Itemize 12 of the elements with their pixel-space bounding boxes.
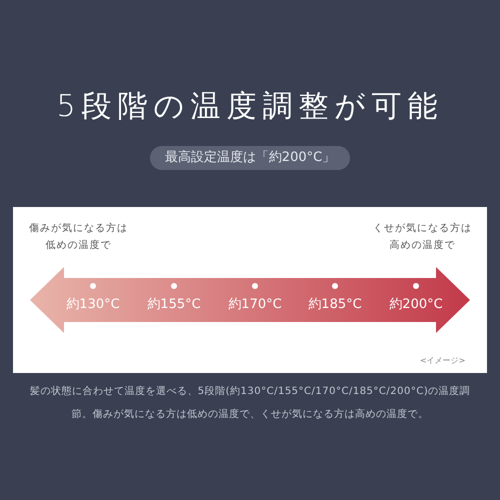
- image-note: <イメージ>: [420, 355, 466, 366]
- note-text: くせが気になる方は高めの温度で: [372, 222, 473, 253]
- temperature-label: 約200°C: [389, 297, 443, 312]
- temperature-label: 約170°C: [228, 297, 282, 312]
- temperature-label: 約155°C: [147, 297, 201, 312]
- arrow-shape: [30, 267, 470, 333]
- subtitle-badge: 最高設定温度は「約200°C」: [150, 146, 350, 170]
- caption: 髪の状態に合わせて温度を選べる、5段階(約130°C/155°C/170°C/185°C/200°C)の温度調節。傷みが気になる方は低めの温度で、くせが気になる方は高めの温度で。: [28, 384, 472, 422]
- temperature-label: 約185°C: [308, 297, 362, 312]
- temperature-label: 約130°C: [66, 297, 120, 312]
- title: 5段階の温度調整が可能: [55, 88, 445, 126]
- note-text: 傷みが気になる方は低めの温度で: [28, 222, 129, 253]
